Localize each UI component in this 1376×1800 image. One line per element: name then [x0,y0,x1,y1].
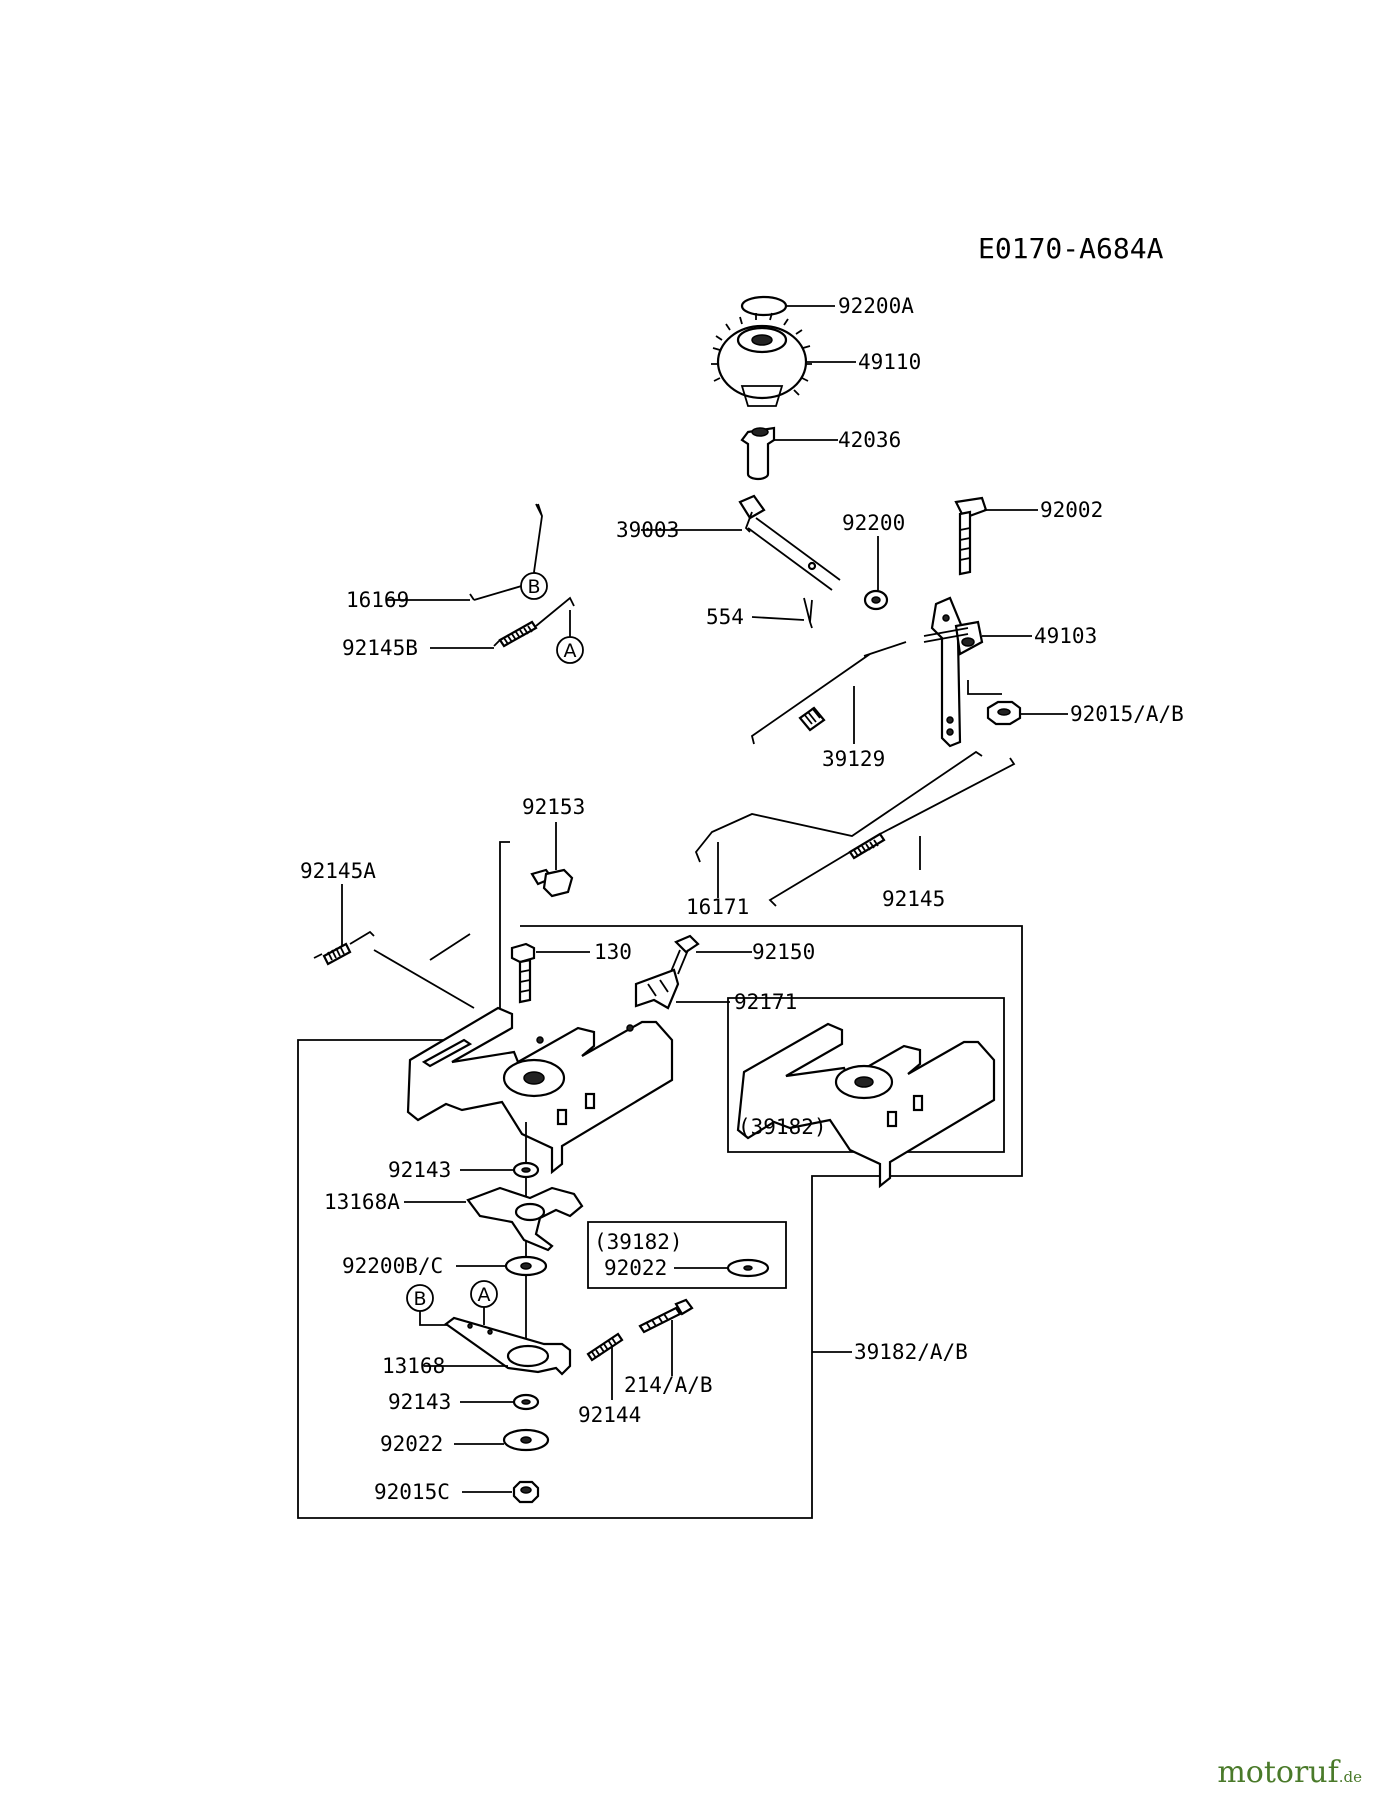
svg-text:B: B [413,1288,426,1310]
bolt-92002 [954,496,988,576]
washer-92200A [740,295,788,317]
label-214AB: 214/A/B [624,1373,713,1397]
shaft-42036 [740,426,776,481]
label-92015AB: 92015/A/B [1070,702,1184,726]
spring-16169 [469,503,544,601]
clamp-92171 [634,968,680,1010]
label-39182AB: 39182/A/B [854,1340,968,1364]
label-92171: 92171 [734,990,797,1014]
lever-13168 [444,1316,572,1376]
label-39182-inset: (39182) [738,1115,827,1139]
governor-lever-49103 [923,596,984,748]
diagram-code: E0170-A684A [978,232,1164,265]
nut-92015C [512,1480,540,1504]
label-92022-box: 92022 [604,1256,667,1280]
label-92150: 92150 [752,940,815,964]
rod-16171 [694,750,983,863]
label-92200BC: 92200B/C [342,1254,443,1278]
label-92015C: 92015C [374,1480,450,1504]
label-92002: 92002 [1040,498,1103,522]
label-39129: 39129 [822,747,885,771]
washer-92143-upper [512,1161,540,1179]
label-92153: 92153 [522,795,585,819]
spring-92145 [768,757,1016,907]
bolt-92153 [530,868,574,898]
label-39182-box: (39182) [594,1230,683,1254]
washer-92200 [863,589,889,611]
label-130: 130 [594,940,632,964]
lever-13168A [466,1186,584,1252]
label-92145B: 92145B [342,636,418,660]
svg-text:B: B [527,576,540,598]
spring-92145B [493,596,575,648]
spring-92144 [586,1332,624,1362]
nut-92015AB [967,680,1022,726]
washer-92200BC [504,1255,548,1277]
label-92022: 92022 [380,1432,443,1456]
label-42036: 42036 [838,428,901,452]
watermark-logo: motoruf.de [1217,1755,1362,1790]
rod-39129 [750,641,907,745]
svg-text:A: A [478,1284,491,1306]
label-13168: 13168 [382,1354,445,1378]
washer-92022-box [726,1258,770,1278]
label-92145A: 92145A [300,859,376,883]
governor-gear-49110 [711,312,812,407]
box-39182-washer [587,1221,787,1289]
label-92200A: 92200A [838,294,914,318]
callout-A-upper: A [556,636,584,664]
screw-214AB [638,1298,694,1334]
cotter-pin-554 [803,597,813,629]
spring-92145A [313,930,375,966]
label-92143-upper: 92143 [388,1158,451,1182]
label-92200: 92200 [842,511,905,535]
screw-92150 [669,934,700,975]
label-92145: 92145 [882,887,945,911]
assembly-outline-39182 [297,925,1023,1519]
washer-92143-lower [512,1393,540,1411]
label-39003: 39003 [616,518,679,542]
inset-box-39182 [727,997,1005,1153]
label-554: 554 [706,605,744,629]
bolt-130 [510,942,536,1004]
washer-92022 [502,1428,550,1452]
control-bracket-variant [736,1022,996,1189]
label-92143-lower: 92143 [388,1390,451,1414]
callout-B-upper: B [520,572,548,600]
governor-shaft-39003 [738,494,841,591]
label-49103: 49103 [1034,624,1097,648]
callout-B-lower: B [406,1284,434,1312]
label-16169: 16169 [346,588,409,612]
label-13168A: 13168A [324,1190,400,1214]
control-bracket [406,1006,674,1175]
label-49110: 49110 [858,350,921,374]
label-92144: 92144 [578,1403,641,1427]
label-16171: 16171 [686,895,749,919]
svg-text:A: A [564,640,577,662]
callout-A-lower: A [470,1280,498,1308]
